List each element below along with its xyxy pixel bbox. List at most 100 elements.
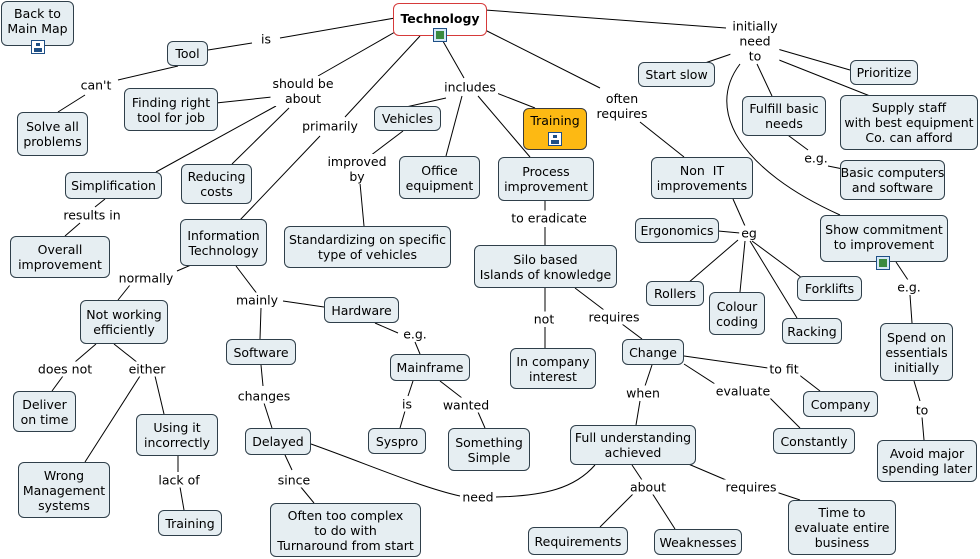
node-delayed[interactable]: Delayed (245, 428, 311, 455)
link-label-eg-basic: e.g. (802, 150, 830, 166)
node-silo-knowledge[interactable]: Silo based Islands of knowledge (474, 245, 617, 288)
node-spend-essentials[interactable]: Spend on essentials initially (880, 323, 953, 381)
node-fulfill-basic-needs[interactable]: Fulfill basic needs (742, 96, 826, 136)
node-deliver-label: Deliver on time (20, 396, 69, 427)
link-label-since: since (275, 472, 313, 488)
link-label-eg-spend: e.g. (895, 279, 923, 295)
node-weaknesses-label: Weaknesses (659, 534, 737, 550)
node-full-understanding-label: Full understanding achieved (574, 430, 692, 460)
node-wrong-label: Wrong Management systems (22, 467, 106, 513)
node-time-evaluate-label: Time to evaluate entire business (794, 505, 890, 550)
film-resource-icon[interactable] (433, 28, 447, 42)
node-tool-label: Tool (175, 46, 200, 61)
concept-map-icon[interactable] (548, 132, 562, 146)
link-label-changes: changes (235, 388, 293, 404)
node-back-to-main-map[interactable]: Back to Main Map (1, 1, 74, 46)
node-weaknesses[interactable]: Weaknesses (654, 529, 742, 555)
link-label-evaluate: evaluate (713, 383, 773, 399)
node-standardizing-vehicles[interactable]: Standardizing on specific type of vehicl… (284, 226, 451, 268)
node-software[interactable]: Software (226, 339, 296, 365)
node-requirements[interactable]: Requirements (528, 527, 628, 555)
node-racking-label: Racking (787, 323, 837, 339)
node-change-label: Change (629, 344, 677, 360)
node-not-working-label: Not working efficiently (86, 307, 162, 337)
node-vehicles[interactable]: Vehicles (374, 106, 441, 131)
node-deliver-on-time[interactable]: Deliver on time (13, 391, 76, 432)
link-label-is-syspro: is (400, 396, 414, 412)
node-training-bottom[interactable]: Training (158, 510, 222, 536)
node-company-label: Company (810, 396, 871, 412)
link-label-should-be-about: should be about (270, 76, 336, 106)
node-in-company-interest[interactable]: In company interest (510, 348, 596, 389)
node-mainframe-label: Mainframe (396, 360, 464, 375)
node-information-technology[interactable]: Information Technology (180, 219, 267, 266)
node-avoid-major-spending[interactable]: Avoid major spending later (877, 440, 977, 482)
link-label-normally: normally (116, 270, 176, 286)
concept-map-icon[interactable] (31, 40, 45, 54)
node-supply-label: Supply staff with best equipment Co. can… (844, 100, 974, 145)
node-full-understanding[interactable]: Full understanding achieved (570, 425, 696, 465)
link-label-results-in: results in (61, 207, 123, 223)
node-process-label: Process improvement (504, 164, 588, 194)
node-something-simple[interactable]: Something Simple (448, 428, 530, 471)
node-too-complex[interactable]: Often too complex to do with Turnaround … (270, 503, 421, 557)
node-racking[interactable]: Racking (782, 318, 842, 344)
node-rollers[interactable]: Rollers (646, 281, 704, 306)
node-supply-staff[interactable]: Supply staff with best equipment Co. can… (840, 95, 978, 150)
node-training-bottom-label: Training (165, 515, 215, 531)
node-company[interactable]: Company (803, 391, 878, 417)
node-back-label: Back to Main Map (7, 6, 68, 36)
node-change[interactable]: Change (622, 339, 684, 365)
link-label-improved-by: improved by (325, 154, 389, 184)
node-syspro[interactable]: Syspro (368, 428, 426, 454)
node-simplification[interactable]: Simplification (65, 172, 162, 199)
node-reducing-costs[interactable]: Reducing costs (181, 164, 252, 204)
node-rollers-label: Rollers (653, 286, 697, 301)
node-simplification-label: Simplification (71, 178, 156, 193)
node-basic-computers[interactable]: Basic computers and software (840, 160, 945, 200)
link-label-does-not: does not (35, 361, 95, 377)
link-label-need: need (460, 489, 496, 505)
node-overall-improvement[interactable]: Overall improvement (10, 236, 110, 278)
node-infotech-label: Information Technology (187, 227, 260, 258)
link-label-is: is (259, 31, 273, 47)
link-label-not: not (531, 311, 557, 327)
link-label-wanted: wanted (440, 397, 492, 413)
node-constantly-label: Constantly (780, 433, 848, 449)
node-non-it-improvements[interactable]: Non IT improvements (651, 157, 753, 199)
node-not-working-efficiently[interactable]: Not working efficiently (80, 300, 168, 344)
film-resource-icon[interactable] (876, 256, 890, 270)
node-spend-label: Spend on essentials initially (885, 329, 948, 375)
node-prioritize[interactable]: Prioritize (850, 60, 918, 85)
link-label-lack-of: lack of (156, 472, 202, 488)
node-mainframe[interactable]: Mainframe (390, 354, 470, 381)
node-using-it-incorrectly[interactable]: Using it incorrectly (136, 414, 218, 456)
node-solve-all-problems[interactable]: Solve all problems (17, 112, 88, 156)
link-label-primarily: primarily (300, 118, 360, 134)
node-hardware[interactable]: Hardware (324, 297, 399, 323)
node-hardware-label: Hardware (331, 302, 392, 318)
node-forklifts[interactable]: Forklifts (797, 276, 862, 301)
node-technology-label: Technology (400, 11, 480, 26)
node-office-equipment[interactable]: Office equipment (399, 156, 480, 199)
node-wrong-management-systems[interactable]: Wrong Management systems (18, 462, 110, 518)
node-show-commitment[interactable]: Show commitment to improvement (820, 215, 948, 262)
link-label-to-fit: to fit (767, 361, 801, 377)
node-too-complex-label: Often too complex to do with Turnaround … (277, 507, 414, 553)
node-tool[interactable]: Tool (167, 41, 208, 66)
node-in-company-label: In company interest (516, 353, 590, 384)
node-start-slow[interactable]: Start slow (638, 62, 715, 87)
node-time-to-evaluate[interactable]: Time to evaluate entire business (788, 500, 896, 555)
node-finding-right-tool[interactable]: Finding right tool for job (124, 88, 218, 131)
node-standardizing-label: Standardizing on specific type of vehicl… (289, 232, 446, 262)
node-process-improvement[interactable]: Process improvement (498, 157, 594, 201)
node-constantly[interactable]: Constantly (773, 428, 855, 454)
node-ergonomics[interactable]: Ergonomics (635, 218, 719, 243)
node-office-label: Office equipment (405, 162, 474, 193)
link-label-when: when (624, 385, 662, 401)
node-colour-coding[interactable]: Colour coding (709, 292, 765, 335)
node-training-top[interactable]: Training (523, 108, 587, 150)
node-software-label: Software (233, 344, 289, 360)
node-basic-computers-label: Basic computers and software (840, 165, 945, 195)
